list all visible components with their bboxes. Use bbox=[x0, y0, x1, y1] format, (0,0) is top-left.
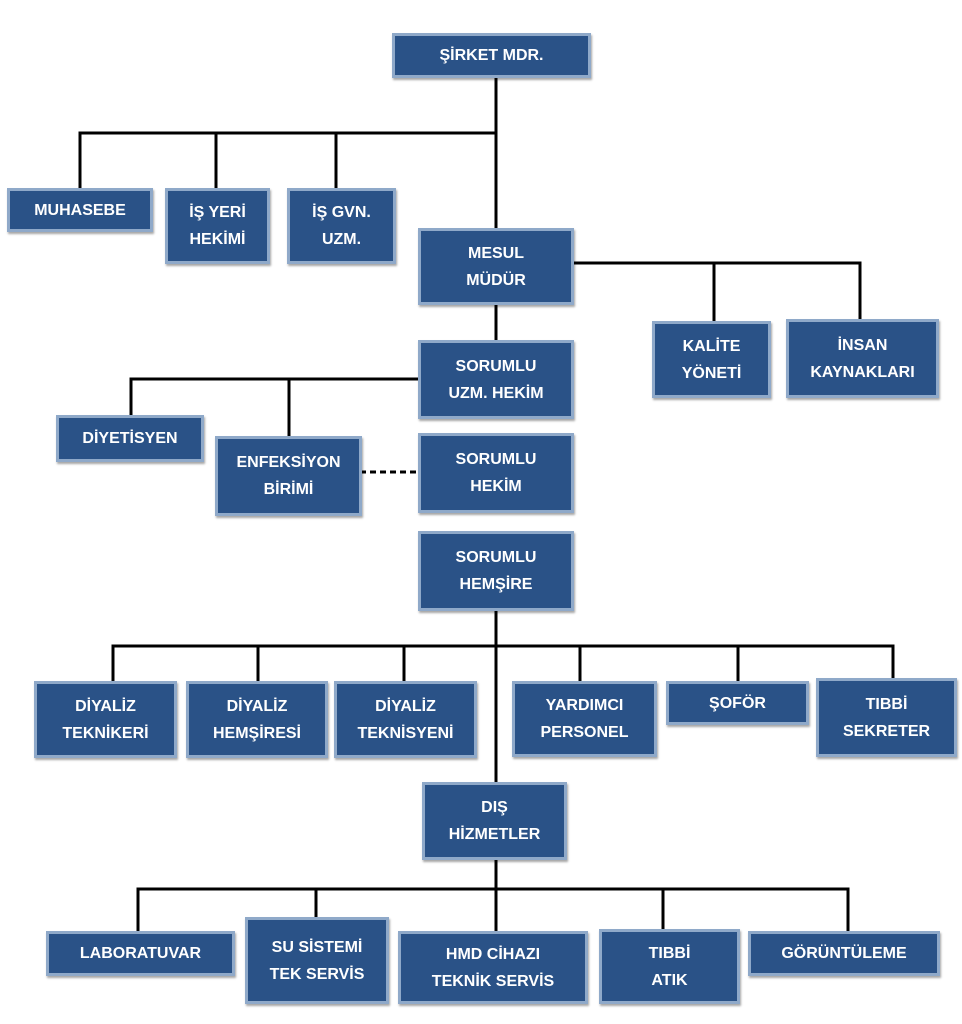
node-tibbi-atik: TIBBİ ATIK bbox=[599, 929, 740, 1004]
node-sorumlu-uzm-hekim: SORUMLU UZM. HEKİM bbox=[418, 340, 574, 419]
node-is-yeri-hekimi: İŞ YERİ HEKİMİ bbox=[165, 188, 270, 264]
node-enfeksiyon-birimi: ENFEKSİYON BİRİMİ bbox=[215, 436, 362, 516]
node-yardimci-personel: YARDIMCI PERSONEL bbox=[512, 681, 657, 757]
node-diyaliz-hemsiresi: DİYALİZ HEMŞİRESİ bbox=[186, 681, 328, 758]
node-diyaliz-teknisyeni: DİYALİZ TEKNİSYENİ bbox=[334, 681, 477, 758]
node-kalite-yoneti: KALİTE YÖNETİ bbox=[652, 321, 771, 398]
node-dis-hizmetler: DIŞ HİZMETLER bbox=[422, 782, 567, 860]
node-goruntuleme: GÖRÜNTÜLEME bbox=[748, 931, 940, 976]
node-su-sistemi: SU SİSTEMİ TEK SERVİS bbox=[245, 917, 389, 1004]
node-diyetisyen: DİYETİSYEN bbox=[56, 415, 204, 462]
node-laboratuvar: LABORATUVAR bbox=[46, 931, 235, 976]
node-is-gvn-uzm: İŞ GVN. UZM. bbox=[287, 188, 396, 264]
node-mesul-mudur: MESUL MÜDÜR bbox=[418, 228, 574, 305]
node-diyaliz-teknikeri: DİYALİZ TEKNİKERİ bbox=[34, 681, 177, 758]
node-sirket-mdr: ŞİRKET MDR. bbox=[392, 33, 591, 78]
node-tibbi-sekreter: TIBBİ SEKRETER bbox=[816, 678, 957, 757]
node-sorumlu-hekim: SORUMLU HEKİM bbox=[418, 433, 574, 513]
node-insan-kaynaklari: İNSAN KAYNAKLARI bbox=[786, 319, 939, 398]
node-sorumlu-hemsire: SORUMLU HEMŞİRE bbox=[418, 531, 574, 611]
node-hmd-cihazi: HMD CİHAZI TEKNİK SERVİS bbox=[398, 931, 588, 1004]
node-sofor: ŞOFÖR bbox=[666, 681, 809, 725]
node-muhasebe: MUHASEBE bbox=[7, 188, 153, 232]
